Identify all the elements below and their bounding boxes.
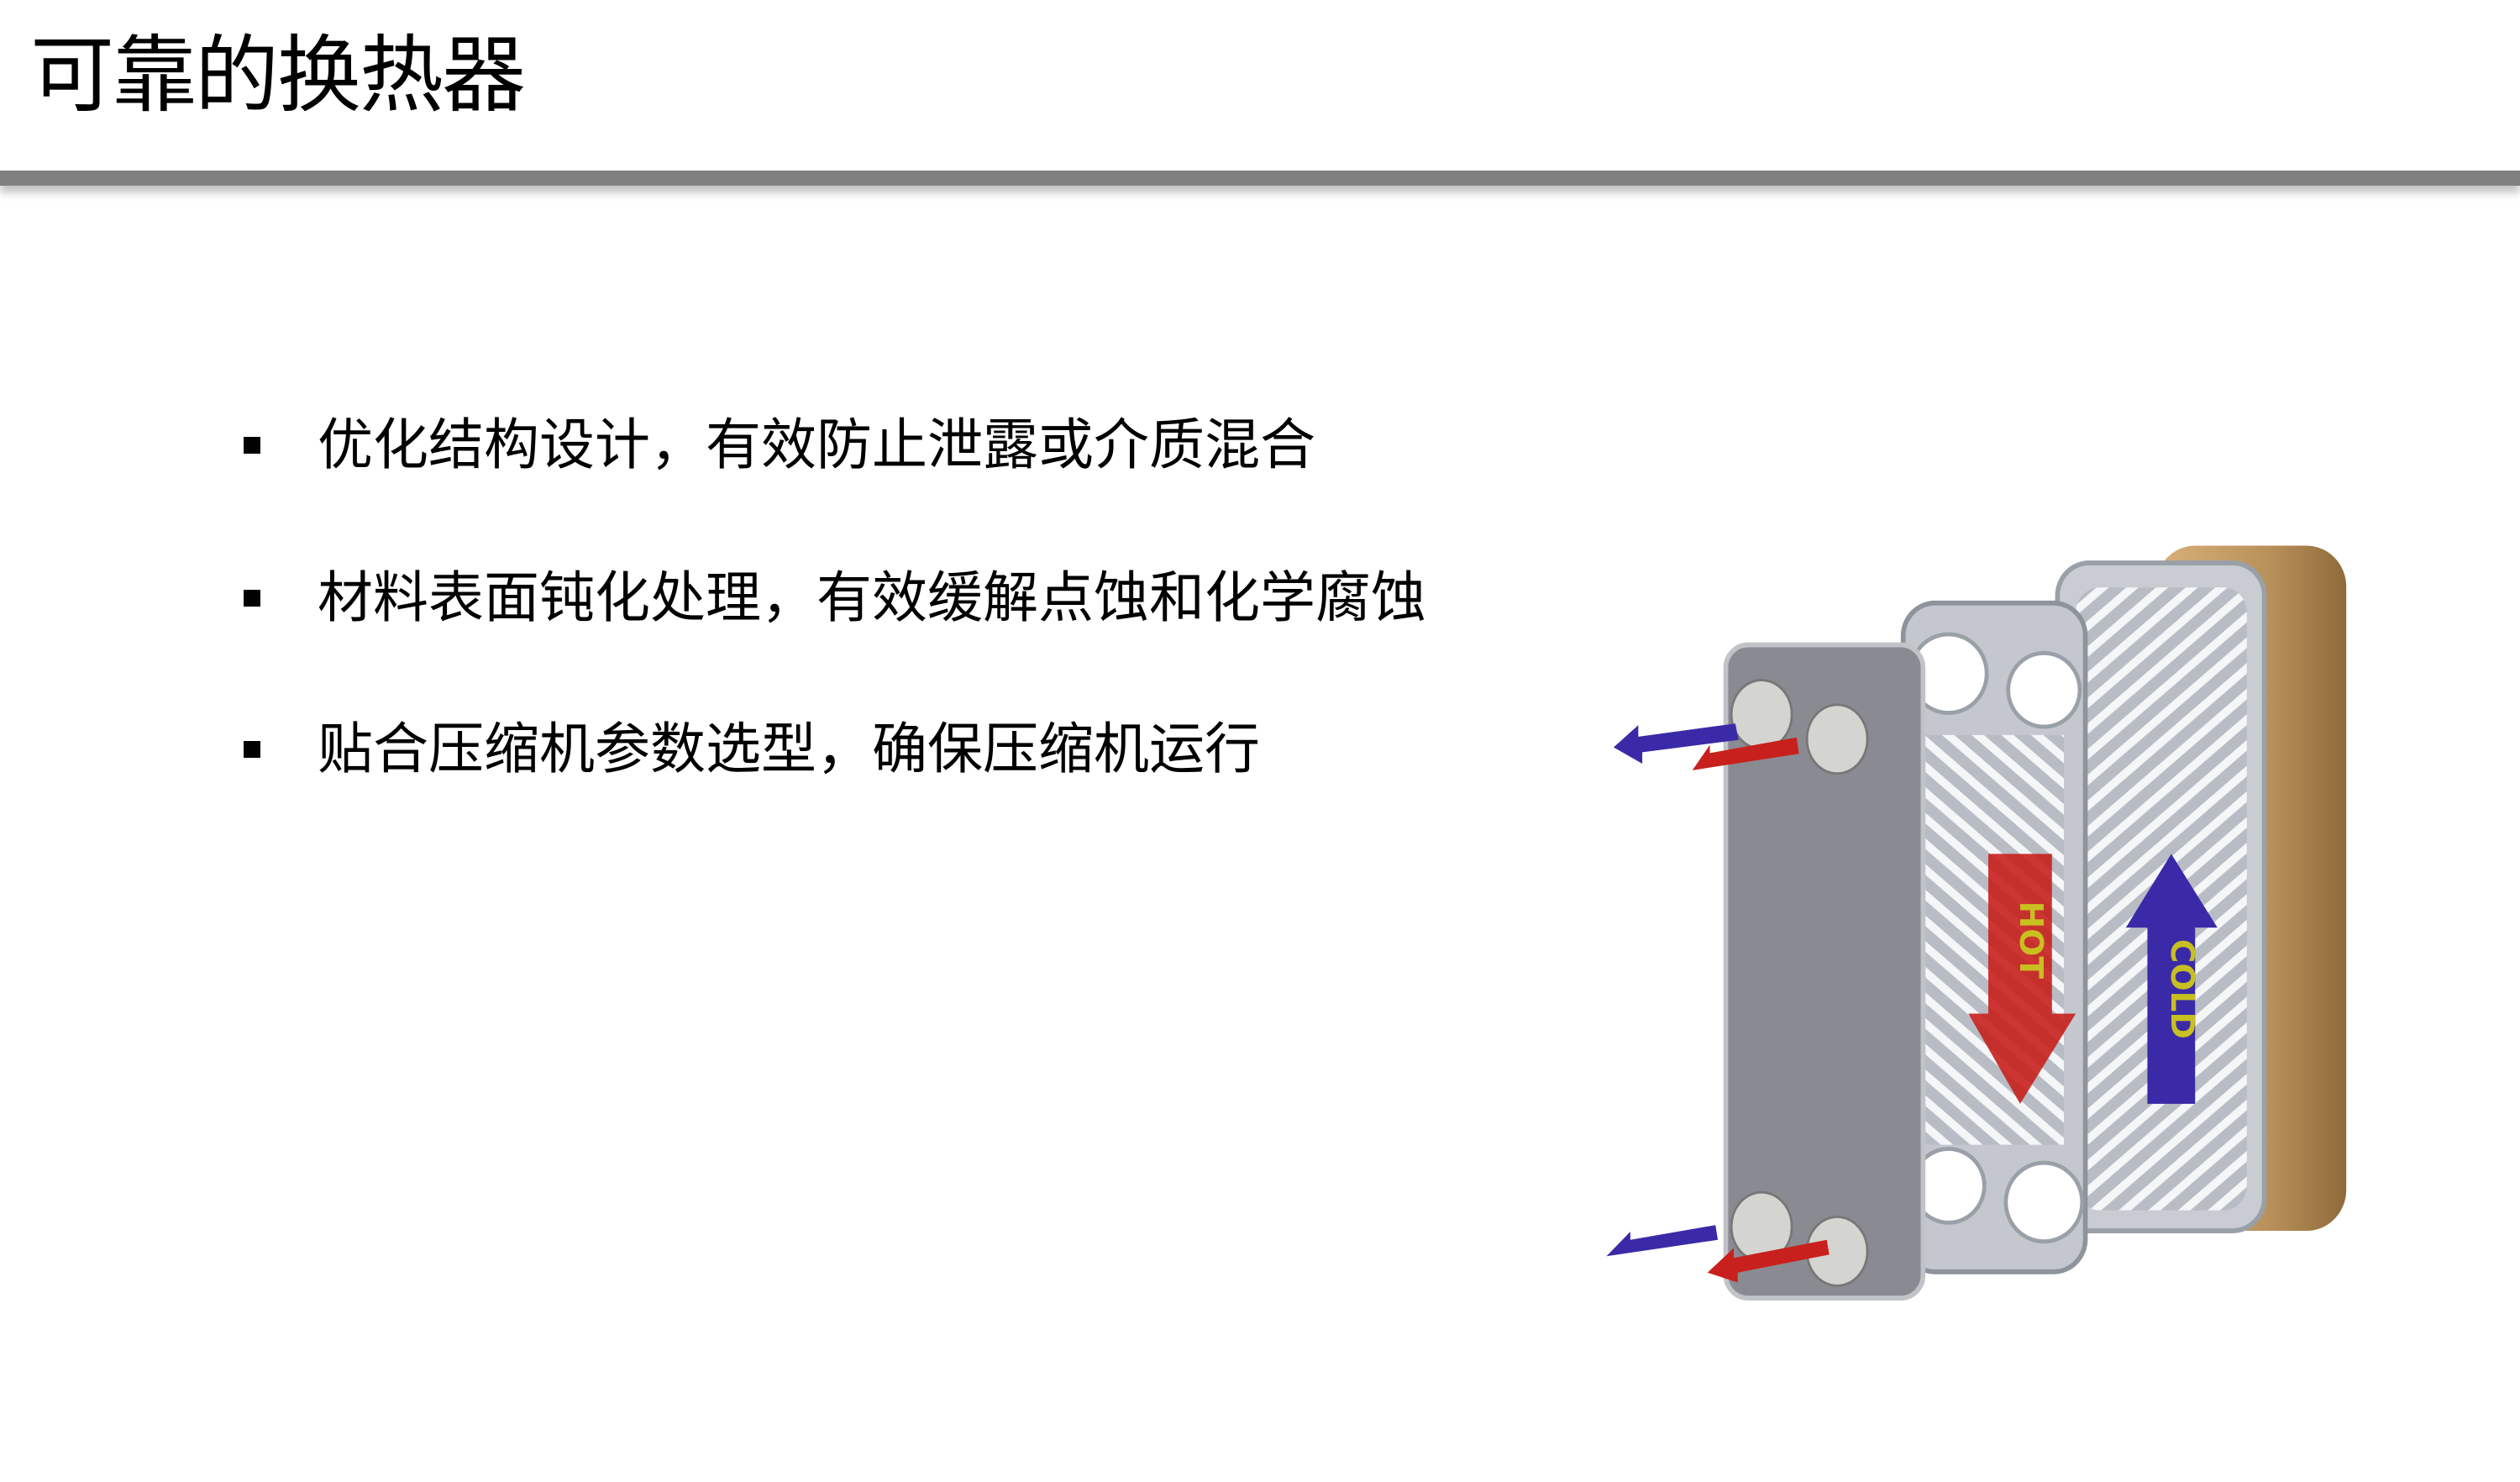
bullet-marker — [244, 590, 260, 607]
cold-label: COLD — [2163, 939, 2200, 1039]
page-title: 可靠的换热器 — [30, 26, 526, 124]
bullet-marker — [244, 741, 260, 758]
hot-inlet-arrow — [1692, 737, 1799, 770]
gasket-plate: HOT — [1900, 600, 2088, 1274]
bullet-marker — [244, 437, 260, 454]
bullet-text: 材料表面钝化处理，有效缓解点蚀和化学腐蚀 — [318, 565, 1426, 630]
bullet-text: 贴合压缩机参数选型，确保压缩机运行 — [318, 717, 1260, 781]
port-connector — [1730, 679, 1869, 1287]
hot-label: HOT — [2012, 901, 2049, 980]
bullet-item: 贴合压缩机参数选型，确保压缩机运行 — [244, 716, 1260, 783]
title-divider — [0, 171, 2520, 186]
front-cover-plate — [1606, 642, 1926, 1301]
back-plate-pack: COLD — [2055, 545, 2347, 1233]
cold-flow-arrow — [2125, 854, 2218, 1104]
heat-exchanger-illustration: COLD HOT — [1606, 545, 2347, 1301]
hot-flow-arrow — [1968, 854, 2076, 1104]
cold-outlet-arrow — [1613, 723, 1739, 765]
cold-inlet-arrow — [1606, 1225, 1719, 1257]
bullet-text: 优化结构设计，有效防止泄露或介质混合 — [318, 413, 1315, 477]
bullet-item: 优化结构设计，有效防止泄露或介质混合 — [244, 412, 1315, 479]
bullet-item: 材料表面钝化处理，有效缓解点蚀和化学腐蚀 — [244, 565, 1426, 632]
hot-outlet-arrow — [1707, 1239, 1830, 1283]
